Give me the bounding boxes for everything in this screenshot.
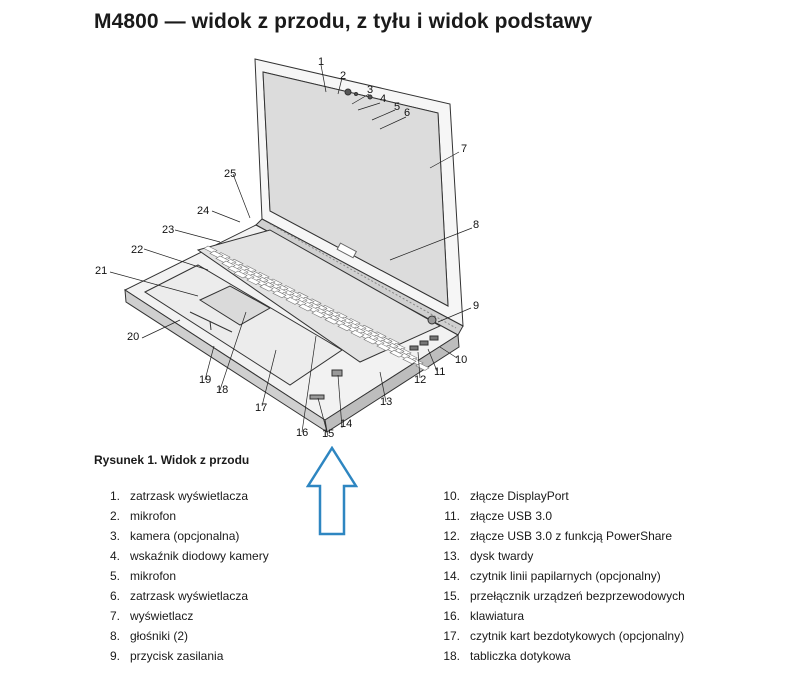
up-arrow-icon xyxy=(306,446,358,536)
callout-6: 6 xyxy=(404,107,411,119)
callout-25: 25 xyxy=(224,168,237,180)
callout-16: 16 xyxy=(296,427,309,439)
callout-5: 5 xyxy=(394,101,401,113)
callout-4: 4 xyxy=(380,93,387,105)
callout-10: 10 xyxy=(455,354,468,366)
callout-17: 17 xyxy=(255,402,268,414)
legend-item: 12.złącze USB 3.0 z funkcją PowerShare xyxy=(443,529,673,543)
legend-item: 5.mikrofon xyxy=(109,569,177,583)
legend-item: 7.wyświetlacz xyxy=(109,609,194,623)
page-title: M4800 — widok z przodu, z tyłu i widok p… xyxy=(94,10,593,33)
legend-item: 2.mikrofon xyxy=(109,509,177,523)
legend-item: 8.głośniki (2) xyxy=(109,629,189,643)
callout-23: 23 xyxy=(162,224,175,236)
callout-13: 13 xyxy=(380,396,393,408)
legend-item: 3.kamera (opcjonalna) xyxy=(109,529,240,543)
callout-18: 18 xyxy=(216,384,229,396)
callout-20: 20 xyxy=(127,331,140,343)
callout-12: 12 xyxy=(414,374,427,386)
legend-item: 6.zatrzask wyświetlacza xyxy=(109,589,249,603)
callout-15: 15 xyxy=(322,428,335,440)
legend-item: 17.czytnik kart bezdotykowych (opcjonaln… xyxy=(443,629,685,643)
callout-22: 22 xyxy=(131,244,144,256)
figure-caption: Rysunek 1. Widok z przodu xyxy=(94,453,250,467)
legend-item: 14.czytnik linii papilarnych (opcjonalny… xyxy=(443,569,661,583)
legend-list-right: 10.złącze DisplayPort 11.złącze USB 3.0 … xyxy=(434,486,685,666)
callout-21: 21 xyxy=(95,265,108,277)
callout-2: 2 xyxy=(340,70,347,82)
legend-item: 13.dysk twardy xyxy=(443,549,534,563)
callout-3: 3 xyxy=(367,84,374,96)
callout-7: 7 xyxy=(461,143,468,155)
callout-24: 24 xyxy=(197,205,210,217)
laptop-illustration xyxy=(109,58,473,437)
callout-14: 14 xyxy=(340,418,353,430)
legend-item: 1.zatrzask wyświetlacza xyxy=(109,489,249,503)
legend-item: 15.przełącznik urządzeń bezprzewodowych xyxy=(443,589,685,603)
callout-1: 1 xyxy=(318,56,325,68)
legend-list-left: 1.zatrzask wyświetlacza 2.mikrofon 3.kam… xyxy=(94,486,269,666)
legend-item: 10.złącze DisplayPort xyxy=(443,489,569,503)
legend-item: 4.wskaźnik diodowy kamery xyxy=(109,549,269,563)
callout-11: 11 xyxy=(434,366,446,378)
callout-9: 9 xyxy=(473,300,480,312)
callout-8: 8 xyxy=(473,219,480,231)
legend-item: 9.przycisk zasilania xyxy=(109,649,224,663)
callout-19: 19 xyxy=(199,374,212,386)
legend-item: 16.klawiatura xyxy=(443,609,525,623)
legend-item: 11.złącze USB 3.0 xyxy=(444,509,553,523)
legend-item: 18.tabliczka dotykowa xyxy=(443,649,571,663)
